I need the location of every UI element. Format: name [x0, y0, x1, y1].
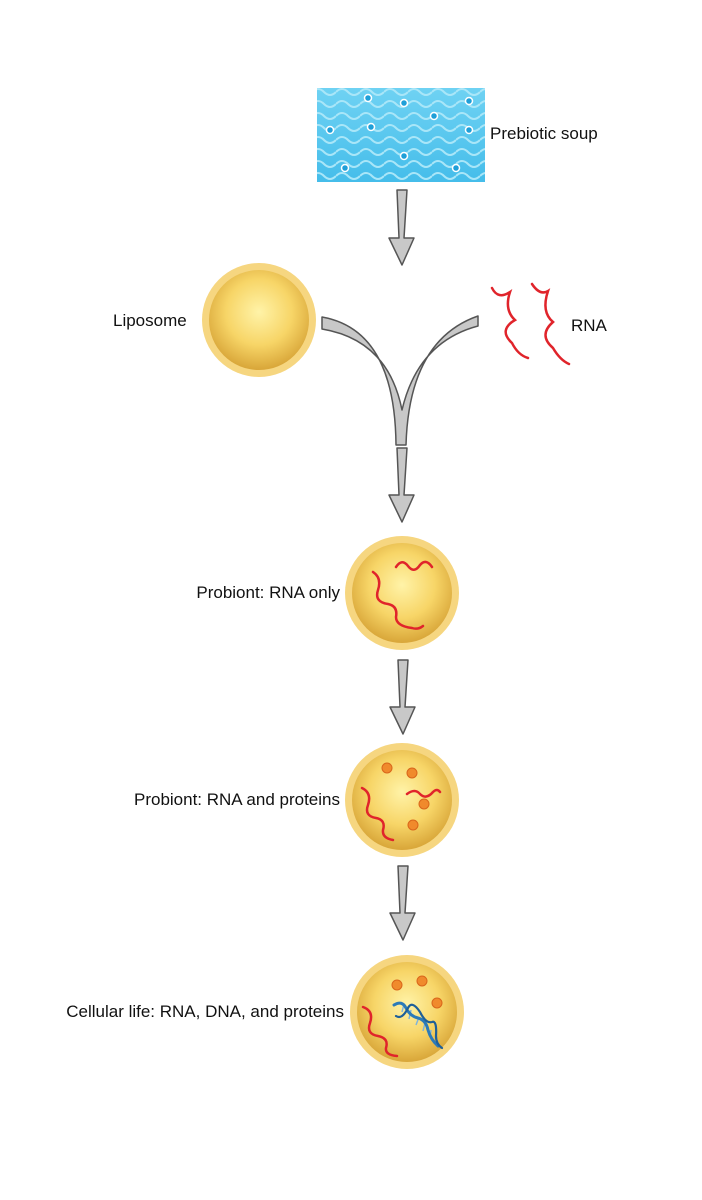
merge-arrow-icon [321, 315, 479, 446]
rna-strands-icon [490, 282, 571, 366]
down-arrow-icon [388, 447, 415, 523]
down-arrow-icon [389, 659, 416, 735]
dna-helix-icon [392, 1001, 444, 1050]
liposome-icon [202, 263, 316, 377]
prebiotic-soup-label: Prebiotic soup [490, 124, 598, 143]
probiont-rna-and-proteins-label: Probiont: RNA and proteins [133, 790, 340, 809]
prebiotic-soup-icon [317, 88, 485, 182]
rna-label: RNA [571, 316, 607, 335]
probiont-rna-only-label: Probiont: RNA only [196, 583, 340, 602]
probiont-rna-only-icon [345, 536, 459, 650]
down-arrow-icon [389, 865, 416, 941]
cellular-life-label: Cellular life: RNA, DNA, and proteins [66, 1002, 344, 1021]
liposome-label: Liposome [113, 311, 187, 330]
probiont-rna-and-proteins-icon [345, 743, 459, 857]
down-arrow-icon [388, 189, 415, 266]
cellular-life-icon [350, 955, 464, 1069]
